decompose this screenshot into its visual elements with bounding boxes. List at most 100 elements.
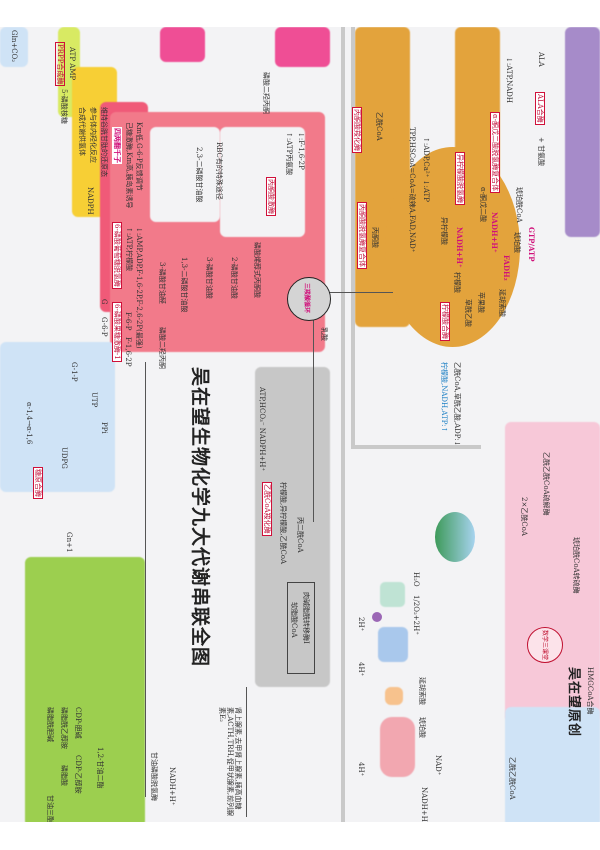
label-pdh-cofactors: TPP,HSCoA=CoA=硫辣A,FAD,NAD⁺ (408, 127, 417, 253)
pathway-chart-sheet: 三羧酸循环 数学三课堂 吴在望原创 吴在望生物化学九大代谢串联全图 Gln+CO… (0, 27, 600, 822)
label-ala: ALA (537, 52, 546, 67)
label-oxaloacetate: 草酰乙酸 (464, 299, 473, 327)
label-citrate-synthase: 柠檬酸合酶 (440, 302, 451, 341)
tca-circle-text: 三羧酸循环 (302, 283, 310, 314)
seal-circle-text: 数学三课堂 (540, 630, 548, 661)
tca-circle-char: 循 (302, 301, 310, 308)
label-pyruvate-carboxylase: 丙酮酸羧化酶 (352, 107, 363, 153)
label-etc-9: H₂O (412, 572, 421, 587)
glycolysis-gap (150, 127, 220, 222)
label-malonyl: 丙二酰CoA (296, 517, 305, 553)
glycolysis-gap-2 (220, 127, 305, 237)
mitochondrial-membrane-inner (351, 27, 355, 447)
label-dhap: 磷酸二羟丙酮 (158, 327, 167, 369)
label-nadh-1: NADH+H⁺ (455, 227, 465, 268)
label-acetyl-coa: 乙酰CoA (375, 112, 384, 141)
label-acc: 乙酰CoA羧化酶 (262, 482, 273, 536)
label-prpp-synthase: PRPP合成酶 (55, 42, 66, 87)
seal-char: 学 (540, 636, 548, 643)
label-fatty-box-2: 肉碱脂酰转移酶I (302, 592, 311, 644)
label-pep: 磷酸烯醇式丙酮酸 (253, 242, 262, 298)
label-ketone-2: 乙酰乙酰CoA硫解酶 (542, 452, 551, 516)
label-fumarate: 延胡索酸 (498, 289, 507, 317)
tca-circle-char: 酸 (302, 295, 310, 302)
label-lipid-2: 磷脂酸 (60, 765, 69, 786)
label-g6pdh: 6-磷酸葡萄糖脱氢酶 (112, 222, 123, 289)
label-pg2: 2-磷酸甘油酸 (230, 257, 239, 299)
label-lipid-6: 磷脂酰胆碱 (46, 707, 55, 742)
cytochrome-c-icon (372, 612, 382, 622)
magenta-region-1 (160, 27, 205, 62)
label-glycerol-kinase: 甘油磷酸脱氢酶 (150, 752, 159, 801)
label-nadph: NADPH (86, 187, 95, 215)
label-bpg-shunt: 2,3-二磷酸甘油酸 (195, 147, 204, 203)
label-r5p: 5-磷酸核糖 (60, 89, 69, 124)
label-nadh-h: NADH+H⁺ (168, 767, 177, 806)
label-pk-reg-down: ↓:F-1,6-2P (297, 132, 306, 170)
label-gn: Gn+1 (65, 532, 74, 553)
seal-char: 堂 (540, 654, 548, 661)
label-glycine: + 甘氨酸 (537, 137, 546, 167)
seal-char: 数 (540, 630, 548, 637)
label-bpg13: 1,3-二磷酸甘油酸 (180, 257, 189, 313)
label-nadph-role-3: 维持谷胱甘肽的还原态 (100, 107, 109, 177)
label-malate: 苹果酸 (477, 292, 486, 313)
gln-region (0, 27, 28, 67)
label-ppi: PPi (100, 422, 109, 434)
label-citrate: 柠檬酸 (453, 272, 462, 293)
label-ala-synthase: ALA合酶 (535, 92, 546, 125)
label-g3p: 3-磷酸甘油醛 (158, 262, 167, 304)
label-lipid-7: 1,2-甘油二酯 (96, 747, 105, 789)
atp-synthase-icon (435, 512, 475, 562)
label-hexokinase-note-2: Km低,G-6-P反馈调节 (135, 122, 144, 191)
label-glycogen-enzyme: 糖原合酶 (33, 467, 44, 499)
tca-circle-badge (287, 277, 331, 321)
label-succinate: 琥珀酸 (513, 232, 522, 253)
label-g6p: G-6-P (100, 317, 109, 337)
label-hormones: 肾上腺素,去甲肾上腺素,胰高血糖素,ACTH,TRH,促甲状腺素,前列腺素E₂ (218, 707, 243, 817)
label-etc-4: 琥珀酸 (418, 717, 427, 738)
label-nadph-role-1: 合成代谢供氢体 (78, 107, 87, 156)
pathway-line-h (313, 292, 393, 293)
pathway-line-fatty (246, 687, 247, 817)
tca-circle-char: 环 (302, 307, 310, 314)
label-g: G (100, 299, 109, 305)
label-f6p: F-6-P (124, 312, 133, 331)
label-g1p: G-1-P (70, 362, 79, 382)
seal-text: 吴在望原创 (565, 667, 581, 738)
fatty-acid-box (287, 582, 315, 674)
label-fatty-box-1: 软脂酸CoA (290, 602, 299, 638)
label-pk-reg-up: ↑:ATP丙氨酸 (285, 132, 294, 176)
tca-circle-char: 三 (302, 283, 310, 290)
complex-iii-icon (378, 627, 408, 662)
label-ketone-5: 乙酰乙酰CoA (508, 757, 517, 800)
label-etc-2: NADH+H⁺ (420, 787, 429, 822)
label-lipid-4: 磷脂酰乙醇胺 (60, 707, 69, 749)
label-lactate: 乳酸 (320, 327, 329, 341)
label-etc-5: 延胡索酸 (418, 677, 427, 705)
label-cs-reg-up: 柠檬酸,NADH,ATP:↑ (440, 362, 449, 433)
label-pyruvate-kinase: 丙酮酸激酶 (266, 177, 277, 216)
label-akg: α-酮戊二酸 (479, 187, 488, 223)
magenta-region-2 (275, 27, 330, 67)
label-idh: 异柠檬酸脱氢酶 (455, 152, 466, 205)
label-udpg: UDPG (60, 447, 69, 469)
label-pdh: 丙酮酸脱氢酶复合体 (357, 202, 368, 269)
label-etc-8: 1/2O₂+2H⁺ (412, 595, 421, 635)
label-acc-inputs: ATP,HCO₃⁻ NADPH+H⁺ (258, 387, 267, 472)
label-fourmer: 四两翻千子 (112, 127, 123, 164)
mitochondrial-membrane-outer (341, 27, 345, 822)
label-pg3: 3-磷酸甘油酸 (205, 257, 214, 299)
label-fadh2: FADH₂ (502, 255, 512, 281)
lipid-region (25, 557, 145, 822)
pathway-line-acetyl (313, 292, 314, 522)
label-gln: Gln+CO₂ (10, 30, 19, 63)
label-nadph-role-2: 参与体内羟化反应 (89, 107, 98, 163)
complex-iv-icon (380, 582, 405, 607)
label-atp-amp: ATP AMP (68, 47, 77, 81)
page-title: 吴在望生物化学九大代谢串联全图 (188, 367, 211, 668)
label-idh-reg: ↑:ADP,Ca²⁺ ↓:ATP (422, 137, 431, 202)
pathway-line-main (145, 362, 146, 797)
complex-i-icon (380, 717, 415, 777)
label-glycogen-branch: α-1,4→α-1,6 (25, 402, 34, 445)
